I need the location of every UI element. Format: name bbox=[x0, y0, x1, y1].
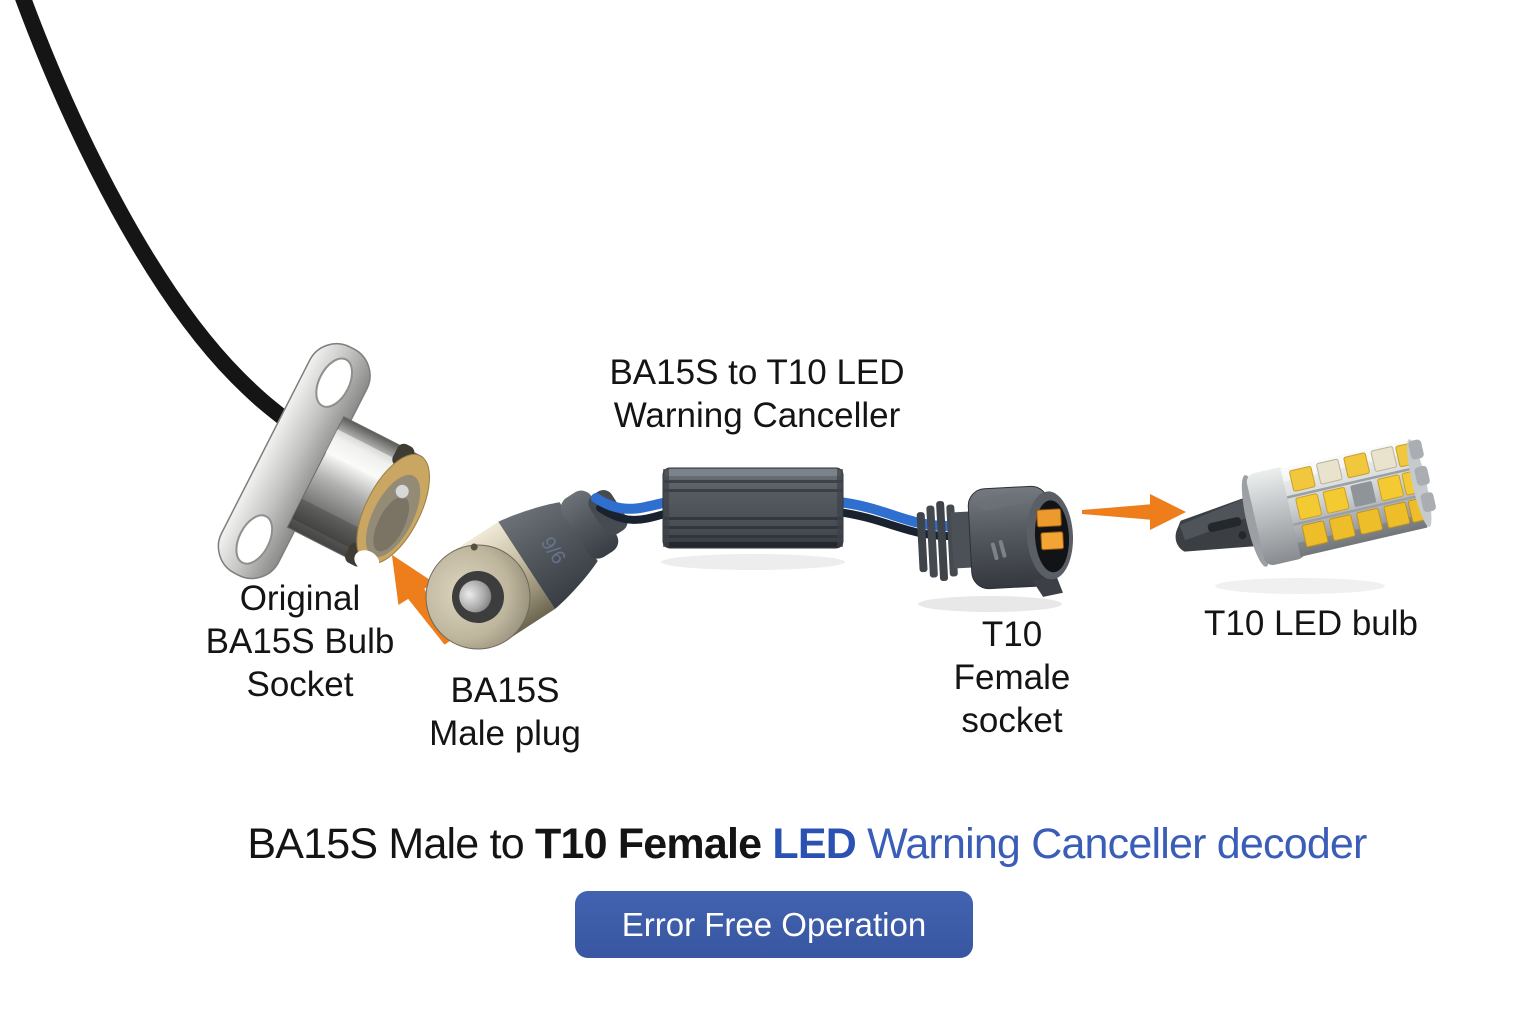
female-socket-label-line2: Female bbox=[953, 658, 1071, 697]
original-socket-label-line3: Socket bbox=[246, 665, 354, 704]
error-free-operation-badge: Error Free Operation bbox=[575, 891, 973, 958]
original-socket-label-line1: Original bbox=[239, 579, 361, 618]
black-supply-wire bbox=[15, 0, 294, 428]
wire-blue-left bbox=[591, 493, 673, 514]
original-socket-label: Original BA15S Bulb Socket bbox=[150, 577, 450, 706]
warning-canceller-photo bbox=[661, 467, 845, 570]
canceller-title-line1: BA15S to T10 LED bbox=[609, 353, 905, 392]
t10-socket-photo bbox=[916, 485, 1074, 597]
wire-black-right bbox=[834, 508, 952, 540]
product-heading: BA15S Male to T10 Female LED Warning Can… bbox=[39, 820, 1536, 869]
ba15s-socket-photo bbox=[217, 343, 430, 580]
t10-socket-shadow bbox=[918, 596, 1062, 612]
female-socket-label: T10 Female socket bbox=[887, 613, 1137, 742]
heading-segment-blue-bold: LED bbox=[772, 820, 868, 868]
canceller-title-line2: Warning Canceller bbox=[613, 396, 901, 435]
t10-led-bulb-photo bbox=[1175, 439, 1436, 567]
female-socket-label-line3: socket bbox=[961, 701, 1063, 740]
heading-segment-blue-regular: Warning Canceller decoder bbox=[867, 820, 1367, 868]
canceller-title-label: BA15S to T10 LED Warning Canceller bbox=[557, 351, 957, 437]
heading-segment-black-bold: T10 Female bbox=[534, 820, 773, 868]
led-bulb-shadow bbox=[1215, 578, 1385, 594]
wire-black-left bbox=[596, 504, 672, 524]
male-plug-label: BA15S Male plug bbox=[355, 669, 655, 755]
female-socket-label-line1: T10 bbox=[981, 615, 1043, 654]
led-bulb-label-line1: T10 LED bulb bbox=[1203, 604, 1419, 643]
male-plug-label-line2: Male plug bbox=[429, 714, 581, 753]
original-socket-label-line2: BA15S Bulb bbox=[205, 622, 395, 661]
arrow-right-icon bbox=[1082, 494, 1186, 530]
male-plug-label-line1: BA15S bbox=[450, 671, 560, 710]
heading-segment-black-regular: BA15S Male to bbox=[247, 820, 535, 868]
led-bulb-label: T10 LED bulb bbox=[1161, 602, 1461, 645]
